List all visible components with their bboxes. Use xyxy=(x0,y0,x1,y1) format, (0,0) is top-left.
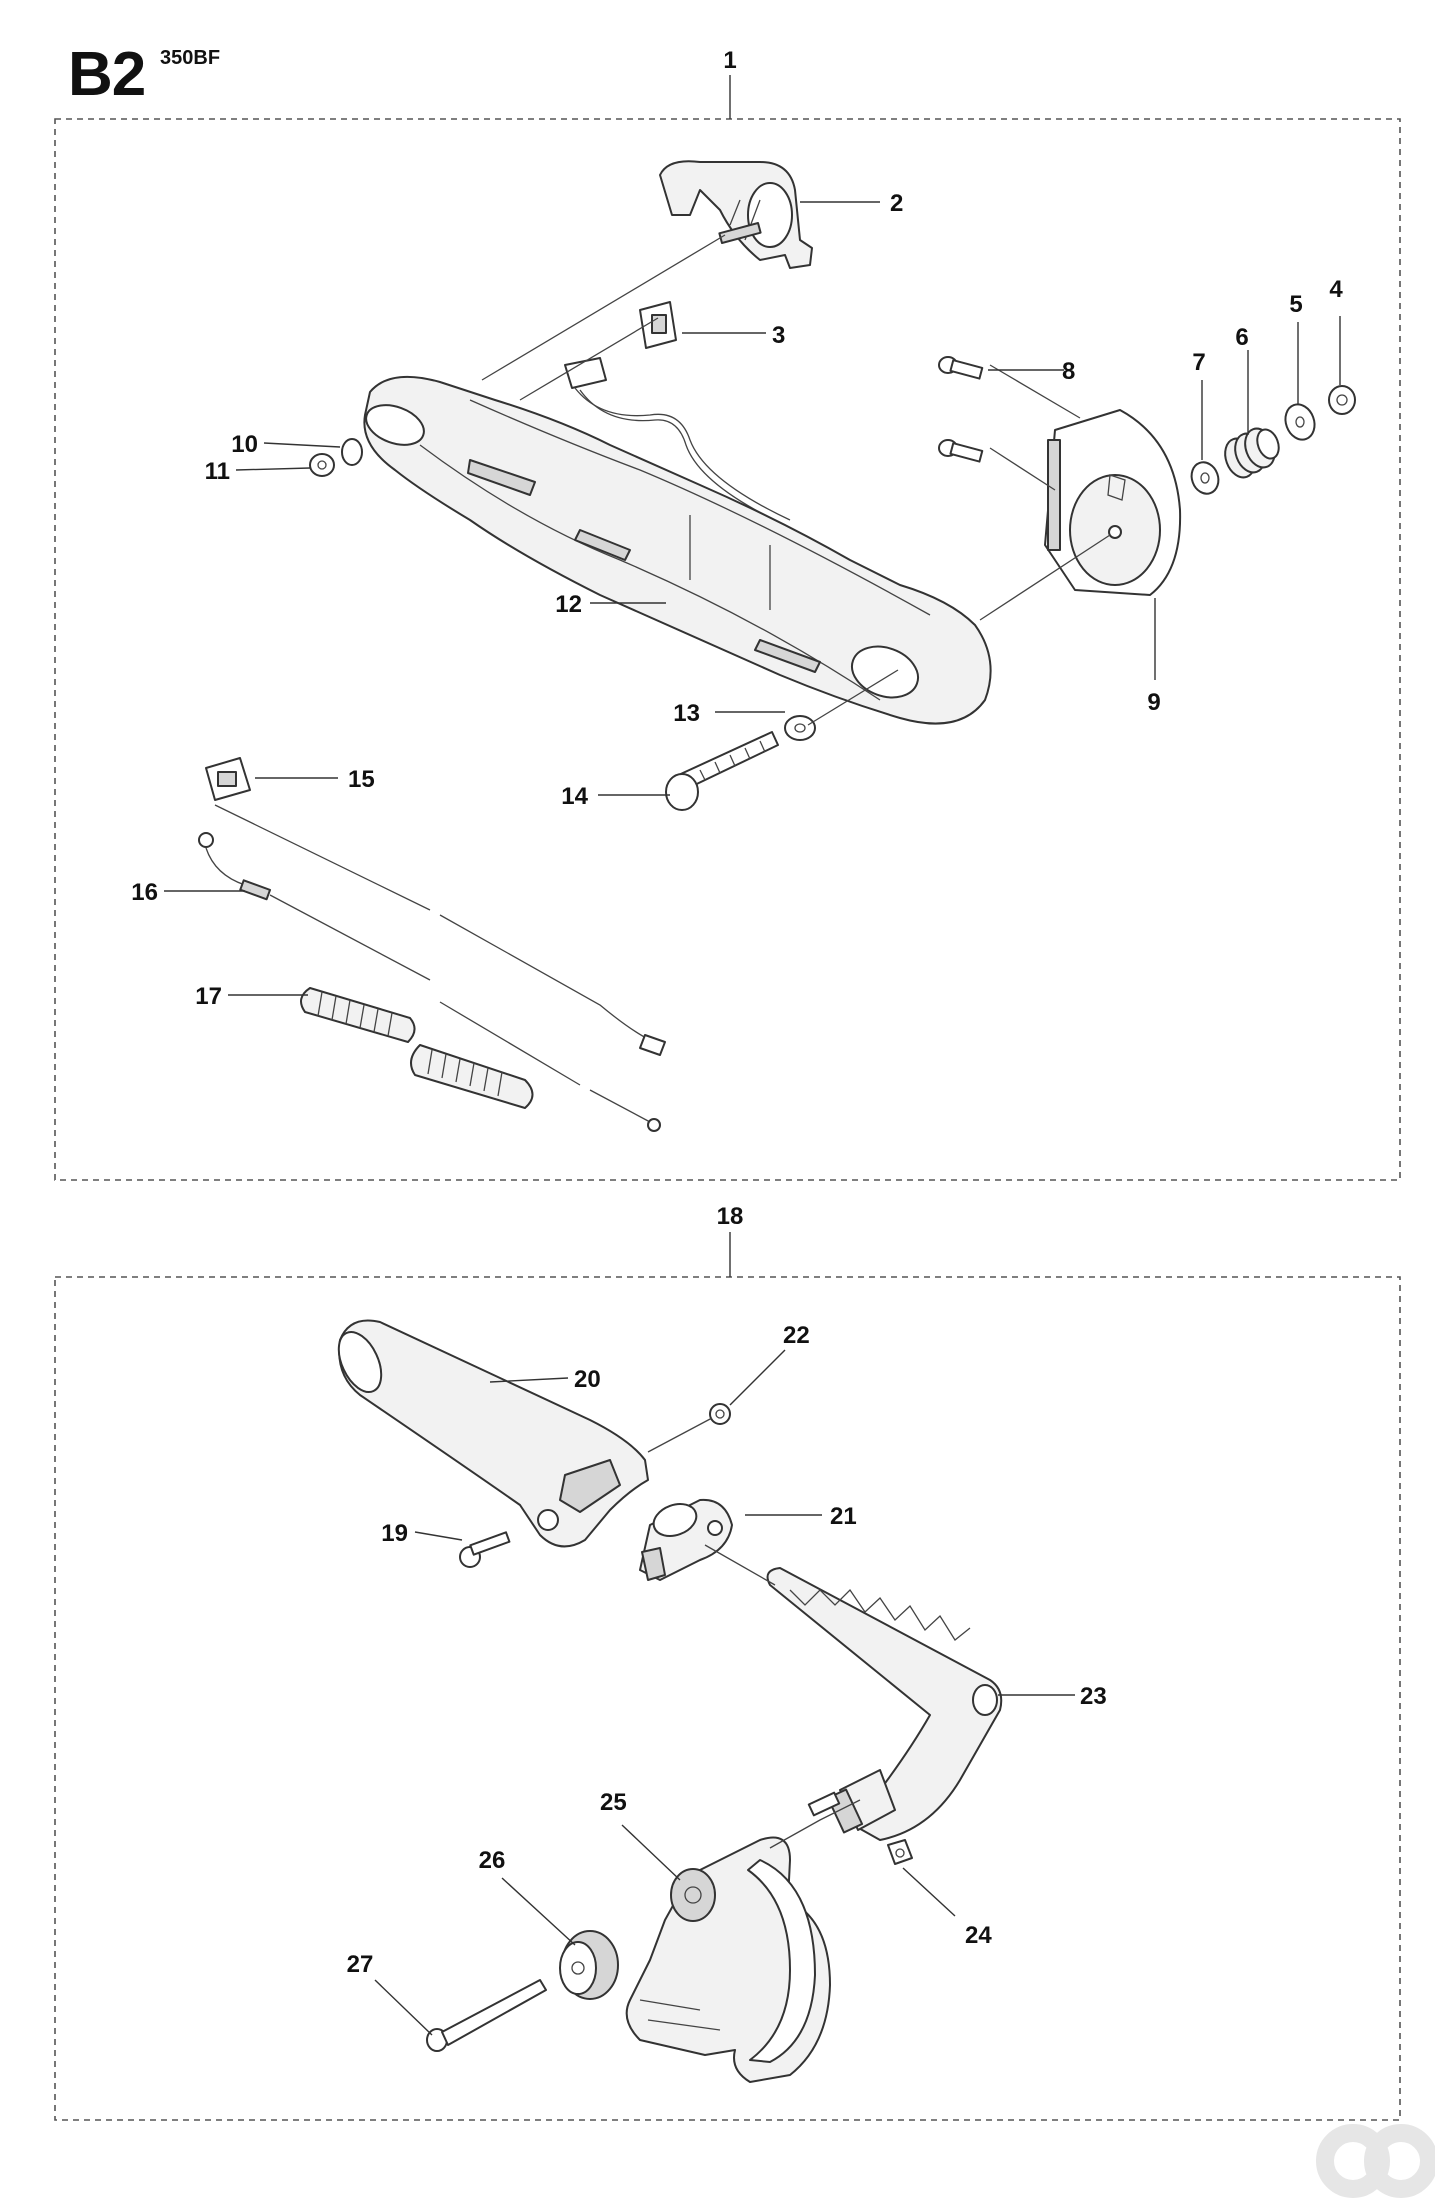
part-13-washer xyxy=(784,715,816,741)
callout-4: 4 xyxy=(1329,276,1343,303)
part-9-bracket xyxy=(1044,409,1182,596)
part-3-connector xyxy=(639,301,677,349)
callout-26: 26 xyxy=(479,1847,506,1874)
part-5-washer xyxy=(1284,403,1316,441)
callout-20: 20 xyxy=(574,1366,601,1393)
callout-21: 21 xyxy=(830,1503,857,1530)
callout-6: 6 xyxy=(1235,324,1248,351)
part-22-nut xyxy=(709,1403,731,1425)
part-20-grip xyxy=(337,1319,649,1548)
callout-25: 25 xyxy=(600,1789,627,1816)
callout-12: 12 xyxy=(555,591,582,618)
callout-24: 24 xyxy=(965,1922,992,1949)
part-3-wire xyxy=(564,357,791,526)
group-label-1: 1 xyxy=(723,47,736,74)
callout-2: 2 xyxy=(890,190,903,217)
part-4-nut xyxy=(1328,385,1356,415)
callout-23: 23 xyxy=(1080,1683,1107,1710)
callout-3: 3 xyxy=(772,322,785,349)
callout-27: 27 xyxy=(347,1951,374,1978)
part-8-screws xyxy=(938,356,984,463)
part-11-nut xyxy=(309,453,335,477)
callout-11: 11 xyxy=(205,458,230,485)
callout-5: 5 xyxy=(1289,291,1302,318)
part-12-handle-arm xyxy=(363,375,992,725)
callout-7: 7 xyxy=(1192,349,1205,376)
callout-15: 15 xyxy=(348,766,375,793)
part-27-bolt xyxy=(426,1979,547,2052)
callout-17: 17 xyxy=(195,983,222,1010)
callout-14: 14 xyxy=(561,783,588,810)
part-14-bolt xyxy=(665,731,779,811)
callout-9: 9 xyxy=(1147,689,1160,716)
model-number: 350BF xyxy=(160,47,221,69)
part-21-clamp xyxy=(639,1498,733,1581)
callout-19: 19 xyxy=(381,1520,408,1547)
group-box-1 xyxy=(54,118,1401,1181)
part-26-knob xyxy=(559,1930,619,2000)
brand-logo-icon xyxy=(1316,2124,1435,2198)
part-2-trigger xyxy=(659,160,813,269)
part-19-screw xyxy=(459,1531,511,1568)
part-7-washer xyxy=(1190,461,1220,495)
part-25-clamp-ring xyxy=(625,1836,831,2083)
callout-10: 10 xyxy=(231,431,258,458)
part-10-washer xyxy=(341,438,363,466)
callout-22: 22 xyxy=(783,1322,810,1349)
group-box-18 xyxy=(54,1276,1401,2121)
part-23-lever xyxy=(766,1567,1003,1841)
part-24-nut xyxy=(887,1839,913,1865)
part-15-wire xyxy=(205,757,666,1056)
page-title: B2 xyxy=(68,40,146,109)
part-17-spiral xyxy=(300,987,534,1109)
part-16-cable xyxy=(198,832,661,1132)
part-6-spring xyxy=(1224,427,1280,479)
callout-8: 8 xyxy=(1062,358,1075,385)
callout-13: 13 xyxy=(673,700,700,727)
group-label-18: 18 xyxy=(717,1203,744,1230)
callout-16: 16 xyxy=(131,879,158,906)
